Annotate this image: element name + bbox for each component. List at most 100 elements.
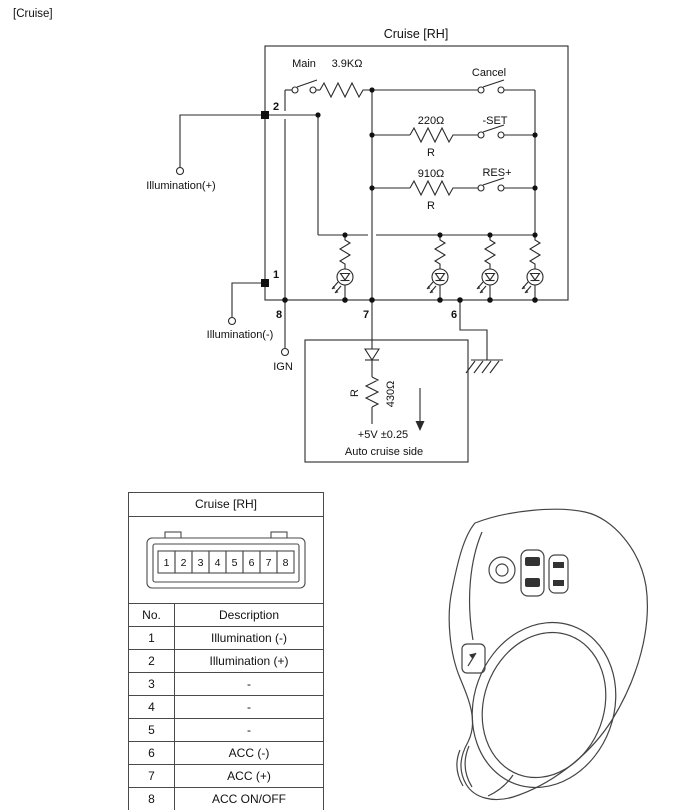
res-resistor-r: R [427, 200, 435, 212]
set-resistor [409, 126, 478, 144]
arrow-button [461, 643, 486, 674]
page-corner-label: [Cruise] [13, 8, 53, 20]
side-button-icon [553, 580, 564, 586]
connector-drawing-cell: 1 2 3 4 5 6 7 8 [129, 516, 323, 603]
table-row: 6 ACC (-) [129, 741, 323, 764]
connector-pin-cell [276, 550, 295, 574]
table-row: 7 ACC (+) [129, 764, 323, 787]
col-header-description: Description [218, 608, 280, 622]
sub-resistor [364, 376, 380, 408]
auto-cruise-side-label: Auto cruise side [345, 446, 423, 458]
table-row: 5 - [129, 718, 323, 741]
res-switch-contact [477, 184, 485, 192]
led-indicator [521, 234, 544, 301]
schematic-labels: Cruise [RH] Main 3.9KΩ Cancel 220Ω -SET … [146, 27, 511, 458]
connector-drawing: 1 2 3 4 5 6 7 8 [146, 531, 306, 589]
connector-pin-number: 5 [232, 557, 238, 569]
pin-1-label: 1 [273, 269, 279, 281]
schematic-title: Cruise [RH] [384, 27, 449, 41]
pin-description: - [247, 723, 251, 737]
pin-2-label: 2 [273, 101, 279, 113]
col-header-no: No. [129, 604, 175, 626]
voltage-label: +5V ±0.25 [358, 429, 408, 441]
table-row: 1 Illumination (-) [129, 626, 323, 649]
pin-no: 4 [129, 696, 175, 718]
led-indicator [426, 234, 449, 301]
schematic-junctions [261, 87, 538, 303]
table-row: 4 - [129, 695, 323, 718]
ign-terminal [280, 347, 290, 357]
res-label: RES+ [482, 167, 511, 179]
connector-pin-number: 1 [164, 557, 170, 569]
pin-description: ACC ON/OFF [212, 792, 286, 806]
pin-description: - [247, 700, 251, 714]
table-row: 8 ACC ON/OFF [129, 787, 323, 810]
pin-no: 5 [129, 719, 175, 741]
connector-pin-number: 8 [283, 557, 289, 569]
led-indicator [476, 234, 499, 301]
pin-no: 8 [129, 788, 175, 810]
cancel-switch-contact [497, 86, 505, 94]
res-resistor [409, 179, 478, 197]
diode-symbol [363, 348, 381, 362]
main-switch-contact [291, 86, 299, 94]
pin-no: 6 [129, 742, 175, 764]
table-row: 2 Illumination (+) [129, 649, 323, 672]
bezel-inner-line [468, 531, 483, 641]
illumination-plus-terminal [175, 166, 185, 176]
connector-pin-number: 2 [181, 557, 187, 569]
round-button-icon [495, 563, 509, 577]
bezel-hatch [487, 774, 514, 797]
set-resistor-value: 220Ω [418, 115, 445, 127]
trim-oval-inner [481, 631, 607, 779]
pin-no: 3 [129, 673, 175, 695]
pin-no: 1 [129, 627, 175, 649]
pin-8-node [282, 297, 288, 303]
auto-cruise-box [304, 339, 469, 463]
arrow-icon-head [469, 653, 476, 659]
connector-cavity [152, 543, 300, 583]
connector-pinout-table: Cruise [RH] 1 [128, 492, 324, 810]
pin-1-marker [261, 279, 269, 287]
led-indicator [331, 234, 354, 301]
side-button [548, 554, 569, 594]
set-label: -SET [482, 115, 507, 127]
connector-pin-number: 4 [215, 557, 221, 569]
table-header-row: No. Description [129, 603, 323, 626]
trim-oval-outer [471, 621, 617, 789]
pin-description: ACC (-) [228, 746, 270, 760]
connector-pin-numbers: 1 2 3 4 5 6 7 8 [164, 557, 289, 569]
pin-description: ACC (+) [227, 769, 271, 783]
pin-description: Illumination (-) [210, 631, 288, 645]
voltage-arrow [415, 421, 425, 431]
main-label: Main [292, 58, 316, 70]
connector-table-title: Cruise [RH] [194, 497, 257, 511]
main-resistor-value: 3.9KΩ [332, 58, 363, 70]
bezel-hatch [464, 745, 473, 788]
set-resistor-r: R [427, 147, 435, 159]
connector-pin-number: 3 [198, 557, 204, 569]
pin-6-label: 6 [451, 309, 457, 321]
rocker-icon [525, 578, 540, 587]
side-button-icon [553, 562, 564, 568]
sub-resistor-value: 430Ω [385, 381, 397, 408]
pin-no: 7 [129, 765, 175, 787]
pin-description: - [247, 677, 251, 691]
sub-resistor-r: R [349, 389, 361, 397]
steering-switch-illustration [448, 508, 648, 801]
illumination-plus-label: Illumination(+) [146, 180, 215, 192]
pin-2-marker [261, 111, 269, 119]
illumination-minus-label: Illumination(-) [207, 329, 274, 341]
cruise-rocker-button [520, 549, 545, 597]
cruise-switch-schematic: Cruise [RH] Main 3.9KΩ Cancel 220Ω -SET … [146, 27, 569, 463]
switch-box [264, 45, 569, 301]
pin-7-node [369, 297, 375, 303]
res-switch-contact [497, 184, 505, 192]
round-button [488, 556, 516, 584]
illumination-minus-terminal [227, 316, 237, 326]
pin-no: 2 [129, 650, 175, 672]
pin-7-label: 7 [363, 309, 369, 321]
bezel-outline [448, 508, 648, 801]
pin-8-label: 8 [276, 309, 282, 321]
